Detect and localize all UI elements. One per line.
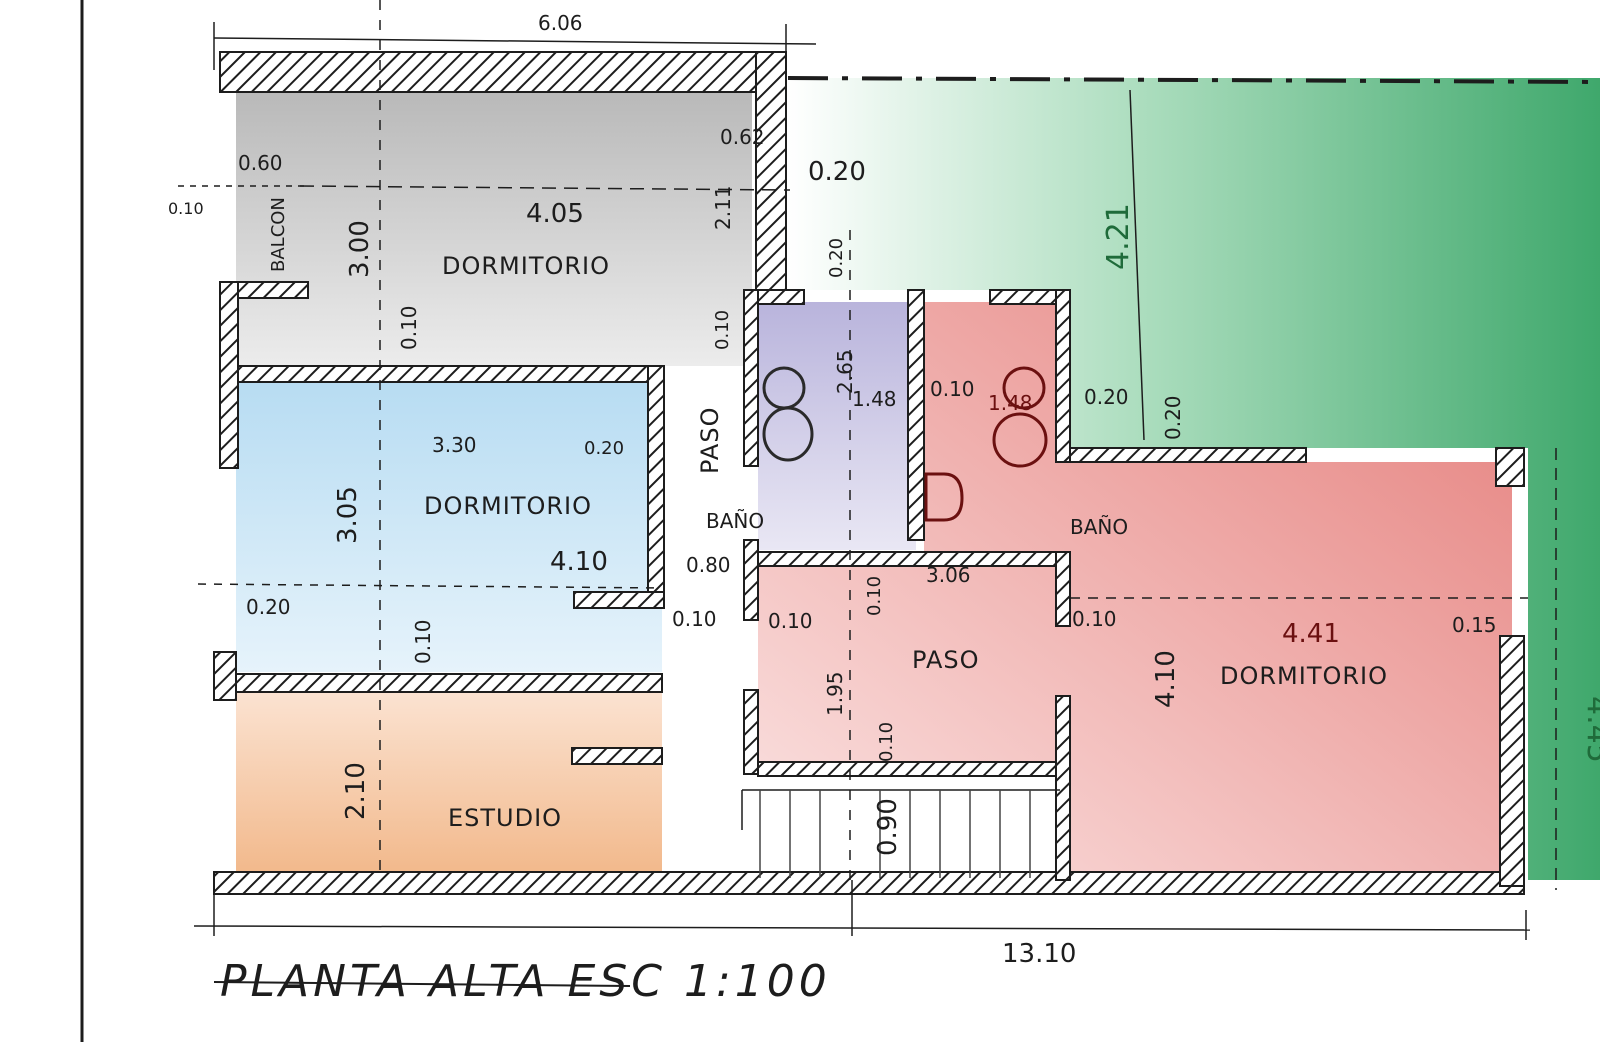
dim-410-right: 4.10 bbox=[1151, 650, 1181, 708]
dimension-lines bbox=[178, 0, 1557, 940]
dim-195: 1.95 bbox=[823, 671, 847, 716]
room-estudio-fill bbox=[236, 690, 662, 872]
label-dormitorio-top: DORMITORIO bbox=[442, 252, 610, 280]
dim-060: 0.60 bbox=[238, 151, 283, 175]
dim-210: 2.10 bbox=[341, 762, 371, 820]
label-dormitorio-right: DORMITORIO bbox=[1220, 662, 1388, 690]
dim-020-top: 0.20 bbox=[808, 157, 866, 187]
dim-330: 3.30 bbox=[432, 433, 477, 457]
dim-1310: 13.10 bbox=[1002, 939, 1076, 969]
walls bbox=[213, 51, 1525, 895]
title-underline bbox=[213, 981, 631, 987]
label-estudio: ESTUDIO bbox=[448, 804, 562, 832]
dim-010-h: 0.10 bbox=[411, 619, 435, 664]
dim-010-a: 0.10 bbox=[397, 305, 421, 350]
room-dormitorio-left-fill bbox=[236, 380, 662, 672]
patio-area bbox=[788, 78, 1600, 880]
dim-410-left: 4.10 bbox=[550, 547, 608, 577]
dim-080: 0.80 bbox=[686, 553, 731, 577]
dim-090: 0.90 bbox=[873, 798, 903, 856]
dim-020-d: 0.20 bbox=[1161, 395, 1185, 440]
dim-020-c: 0.20 bbox=[1084, 385, 1129, 409]
room-dormitorio-top-fill bbox=[236, 92, 752, 366]
dim-062: 0.62 bbox=[720, 125, 765, 149]
dim-306: 3.06 bbox=[926, 563, 971, 587]
label-paso-center: PASO bbox=[912, 646, 979, 674]
dim-020-e: 0.20 bbox=[584, 438, 624, 459]
dim-015: 0.15 bbox=[1452, 613, 1497, 637]
label-dormitorio-left: DORMITORIO bbox=[424, 492, 592, 520]
dim-421: 4.21 bbox=[1101, 203, 1136, 270]
dim-441: 4.41 bbox=[1282, 619, 1340, 649]
dim-148-a: 1.48 bbox=[852, 387, 897, 411]
dim-010-g: 0.10 bbox=[1072, 607, 1117, 631]
label-bano-right: BAÑO bbox=[1070, 515, 1128, 539]
dim-211: 2.11 bbox=[711, 185, 735, 230]
dim-010-f: 0.10 bbox=[864, 576, 885, 616]
dim-445: 4.45 bbox=[1580, 696, 1600, 763]
dim-010-i: 0.10 bbox=[876, 722, 897, 762]
bath-left-fill bbox=[758, 302, 916, 550]
dim-265: 2.65 bbox=[833, 349, 857, 394]
label-bano-left: BAÑO bbox=[706, 509, 764, 533]
plan-title: PLANTA ALTA ESC 1:100 bbox=[220, 956, 831, 1007]
dim-606: 6.06 bbox=[538, 11, 583, 35]
label-balcon: BALCON bbox=[268, 197, 289, 272]
dim-020-vert: 0.20 bbox=[826, 238, 847, 278]
stairs bbox=[759, 790, 1031, 878]
dim-010-e: 0.10 bbox=[768, 609, 813, 633]
dim-010-b: 0.10 bbox=[712, 310, 733, 350]
dim-405: 4.05 bbox=[526, 199, 584, 229]
dim-148-b: 1.48 bbox=[988, 391, 1033, 415]
label-paso-vertical: PASO bbox=[696, 407, 724, 474]
dim-010-c: 0.10 bbox=[930, 377, 975, 401]
dim-010-d: 0.10 bbox=[672, 607, 717, 631]
dim-010-far-left: 0.10 bbox=[168, 199, 204, 218]
dim-305: 3.05 bbox=[333, 486, 363, 544]
dim-020-left: 0.20 bbox=[246, 595, 291, 619]
patio-boundary bbox=[787, 76, 1600, 84]
room-dormitorio-right-fill bbox=[758, 302, 1512, 880]
bath-fixtures bbox=[762, 366, 1048, 522]
dim-300: 3.00 bbox=[345, 220, 375, 278]
